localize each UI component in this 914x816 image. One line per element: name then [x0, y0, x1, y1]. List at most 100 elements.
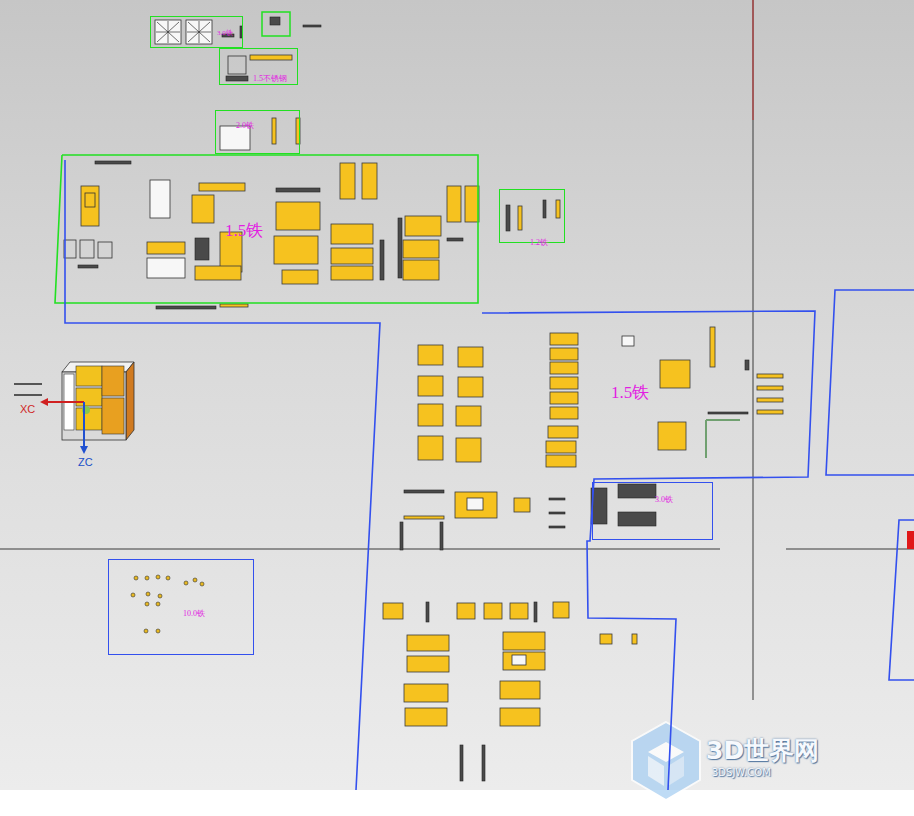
part: [362, 163, 377, 199]
viewport-background: [0, 0, 914, 790]
fan-grille: [156, 21, 211, 43]
part: [618, 512, 656, 526]
part: [80, 240, 94, 258]
part: [710, 327, 715, 367]
part: [407, 656, 449, 672]
part: [383, 603, 403, 619]
material-group: 2.0铁: [215, 110, 300, 154]
part: [404, 684, 448, 702]
material-label: 1.2铁: [530, 239, 548, 248]
part: [270, 17, 280, 25]
part: [403, 260, 439, 280]
part: [418, 345, 443, 365]
part: [467, 498, 483, 510]
part: [708, 412, 748, 414]
part: [512, 655, 526, 665]
part: [907, 531, 914, 549]
part: [458, 347, 483, 367]
part: [500, 708, 540, 726]
part: [465, 186, 479, 222]
part: [276, 202, 320, 230]
material-group: 3.0铁: [592, 482, 713, 540]
material-label: 1.5不锈钢: [253, 75, 287, 84]
part: [510, 603, 528, 619]
material-group: 1.5不锈钢: [219, 48, 298, 85]
material-label: 2.0铁: [236, 122, 254, 131]
part: [303, 25, 321, 27]
part: [250, 55, 292, 60]
material-label: 3.0铁: [655, 496, 673, 505]
part: [400, 522, 403, 550]
part: [757, 398, 783, 402]
watermark-logo: [632, 722, 700, 800]
crosshair-line: [0, 549, 720, 550]
part: [550, 362, 578, 374]
group-outline: [262, 12, 290, 36]
part: [282, 270, 318, 284]
part: [550, 407, 578, 419]
axis-label: XC: [20, 403, 35, 415]
part: [757, 386, 783, 390]
material-group: 1.5铁: [55, 158, 817, 792]
group-outline: [482, 311, 815, 790]
part: [658, 422, 686, 450]
part: [147, 258, 185, 278]
part: [618, 484, 656, 498]
part: [546, 441, 576, 453]
material-label: 3.0铁: [217, 30, 233, 38]
assembly-model: [14, 362, 134, 454]
part: [600, 634, 612, 644]
part: [550, 377, 578, 389]
part: [457, 603, 475, 619]
part: [220, 304, 248, 307]
crosshair-line: [786, 549, 914, 550]
part: [272, 118, 276, 144]
part: [195, 238, 209, 260]
part: [404, 490, 444, 493]
part: [514, 498, 530, 512]
part: [331, 224, 373, 244]
group-outline: [826, 290, 914, 475]
part: [550, 333, 578, 345]
material-group: 1.5铁: [54, 154, 480, 305]
part: [81, 186, 99, 226]
part: [458, 377, 483, 397]
group-outline: [55, 155, 478, 303]
part: [380, 240, 384, 280]
part: [549, 512, 565, 514]
part: [706, 420, 740, 458]
part: [460, 745, 463, 781]
part: [543, 200, 546, 218]
part: [757, 410, 783, 414]
part: [549, 526, 565, 528]
part: [556, 200, 560, 218]
material-group: 3.0铁: [150, 16, 243, 48]
part: [456, 438, 481, 462]
part: [447, 238, 463, 241]
part: [192, 195, 214, 223]
part: [418, 436, 443, 460]
material-label: 10.0铁: [183, 610, 205, 619]
part: [226, 76, 248, 81]
part: [447, 186, 461, 222]
part: [549, 498, 565, 500]
part: [195, 266, 241, 280]
part: [78, 265, 98, 268]
part: [147, 242, 185, 254]
part: [456, 406, 481, 426]
material-group: 1.2铁: [499, 189, 565, 243]
part: [550, 348, 578, 360]
watermark: 3D世界网: [706, 734, 819, 767]
part: [98, 242, 112, 258]
part: [757, 374, 783, 378]
material-label: 1.5铁: [611, 384, 649, 403]
part: [534, 602, 537, 622]
part: [503, 652, 545, 670]
material-group: 10.0铁: [108, 559, 254, 655]
part: [240, 26, 242, 38]
part: [546, 455, 576, 467]
part: [418, 404, 443, 426]
part: [331, 266, 373, 280]
